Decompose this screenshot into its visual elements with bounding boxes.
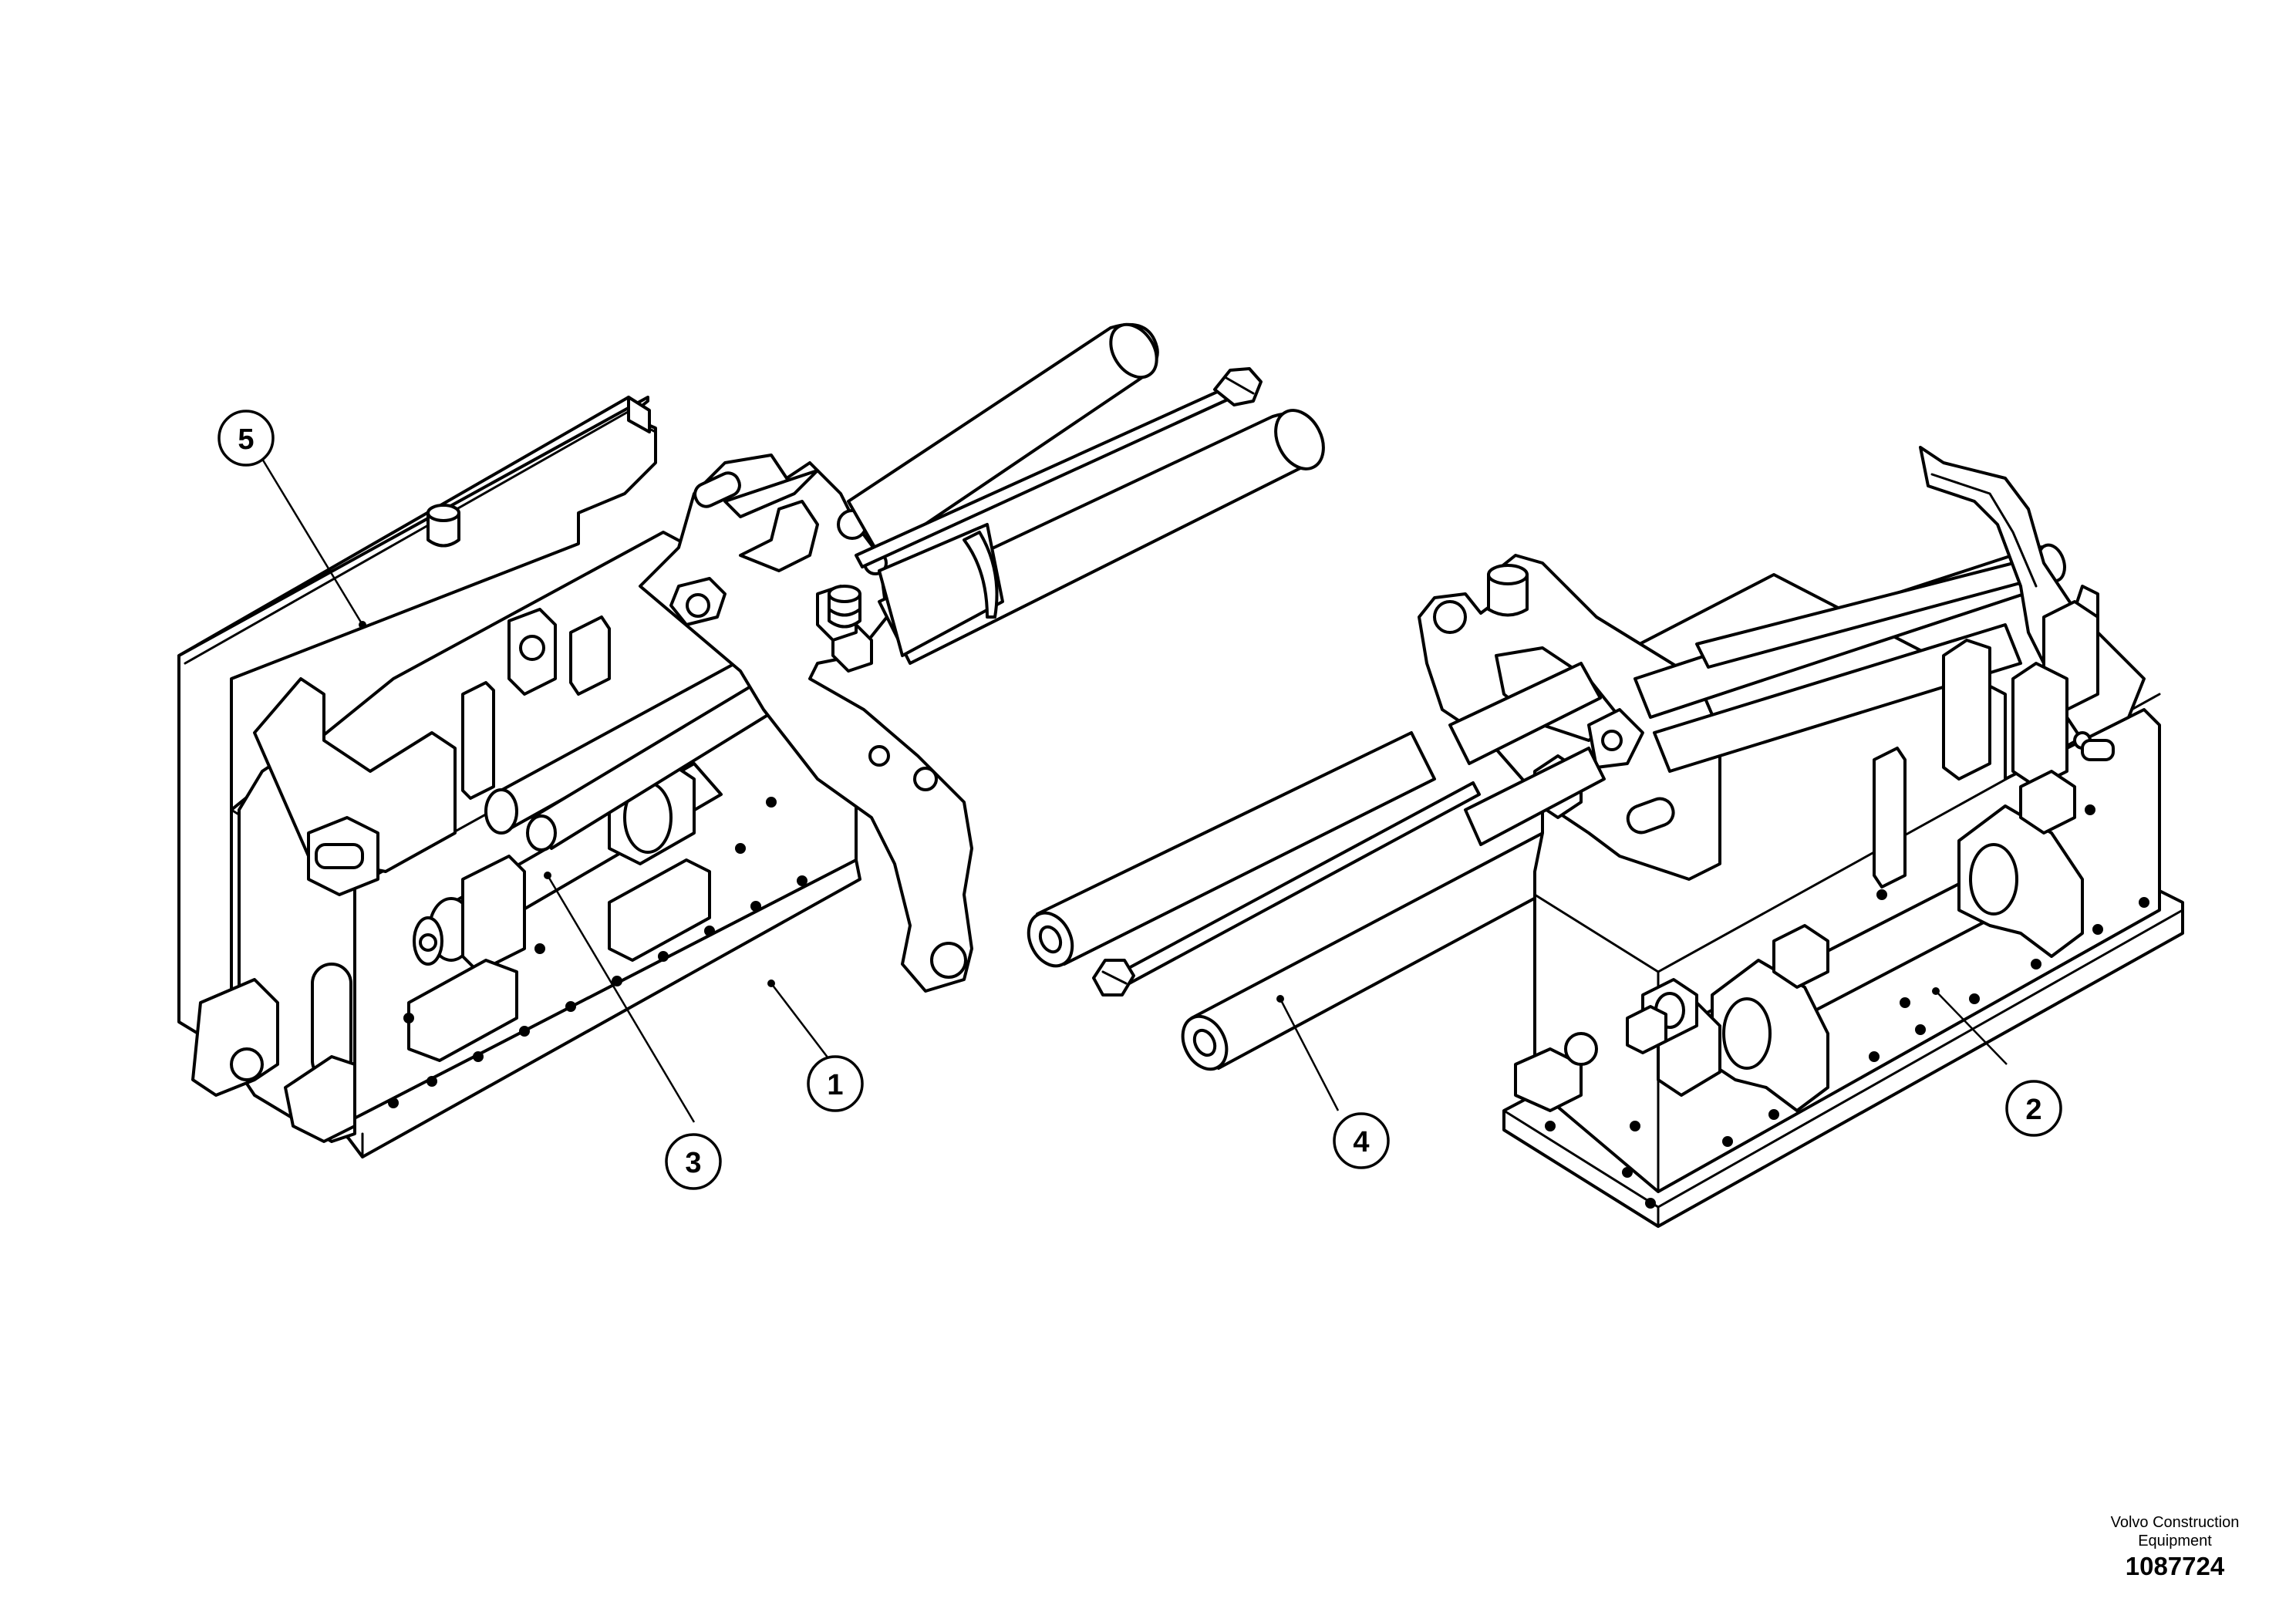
brand-line-1: Volvo Construction [2110, 1514, 2240, 1531]
callout-1-label: 1 [827, 1069, 843, 1101]
callout-3-label: 3 [685, 1147, 701, 1179]
callout-2: 2 [2005, 1080, 2062, 1137]
left-link-arm [639, 454, 973, 993]
callout-2-label: 2 [2025, 1094, 2041, 1126]
left-frame-bolts [388, 797, 807, 1108]
document-number: 1087724 [2125, 1552, 2225, 1580]
brand-label: Volvo Construction Equipment [2082, 1513, 2267, 1550]
callout-3: 3 [665, 1133, 722, 1190]
loose-rods-item-4 [1027, 731, 1579, 1071]
right-frame-bolts [1545, 804, 2149, 1209]
callout-1: 1 [807, 1055, 864, 1112]
left-base-plate [338, 858, 861, 1158]
callout-5-label: 5 [238, 423, 254, 456]
left-frame-assembly [177, 396, 861, 1158]
callout-5: 5 [217, 410, 275, 467]
callout-leaders [261, 458, 2008, 1123]
left-rods [847, 322, 1325, 665]
brand-line-2: Equipment [2138, 1533, 2212, 1549]
callout-4: 4 [1333, 1112, 1390, 1169]
callout-4-label: 4 [1353, 1126, 1369, 1158]
right-frame-assembly [1418, 446, 2184, 1228]
